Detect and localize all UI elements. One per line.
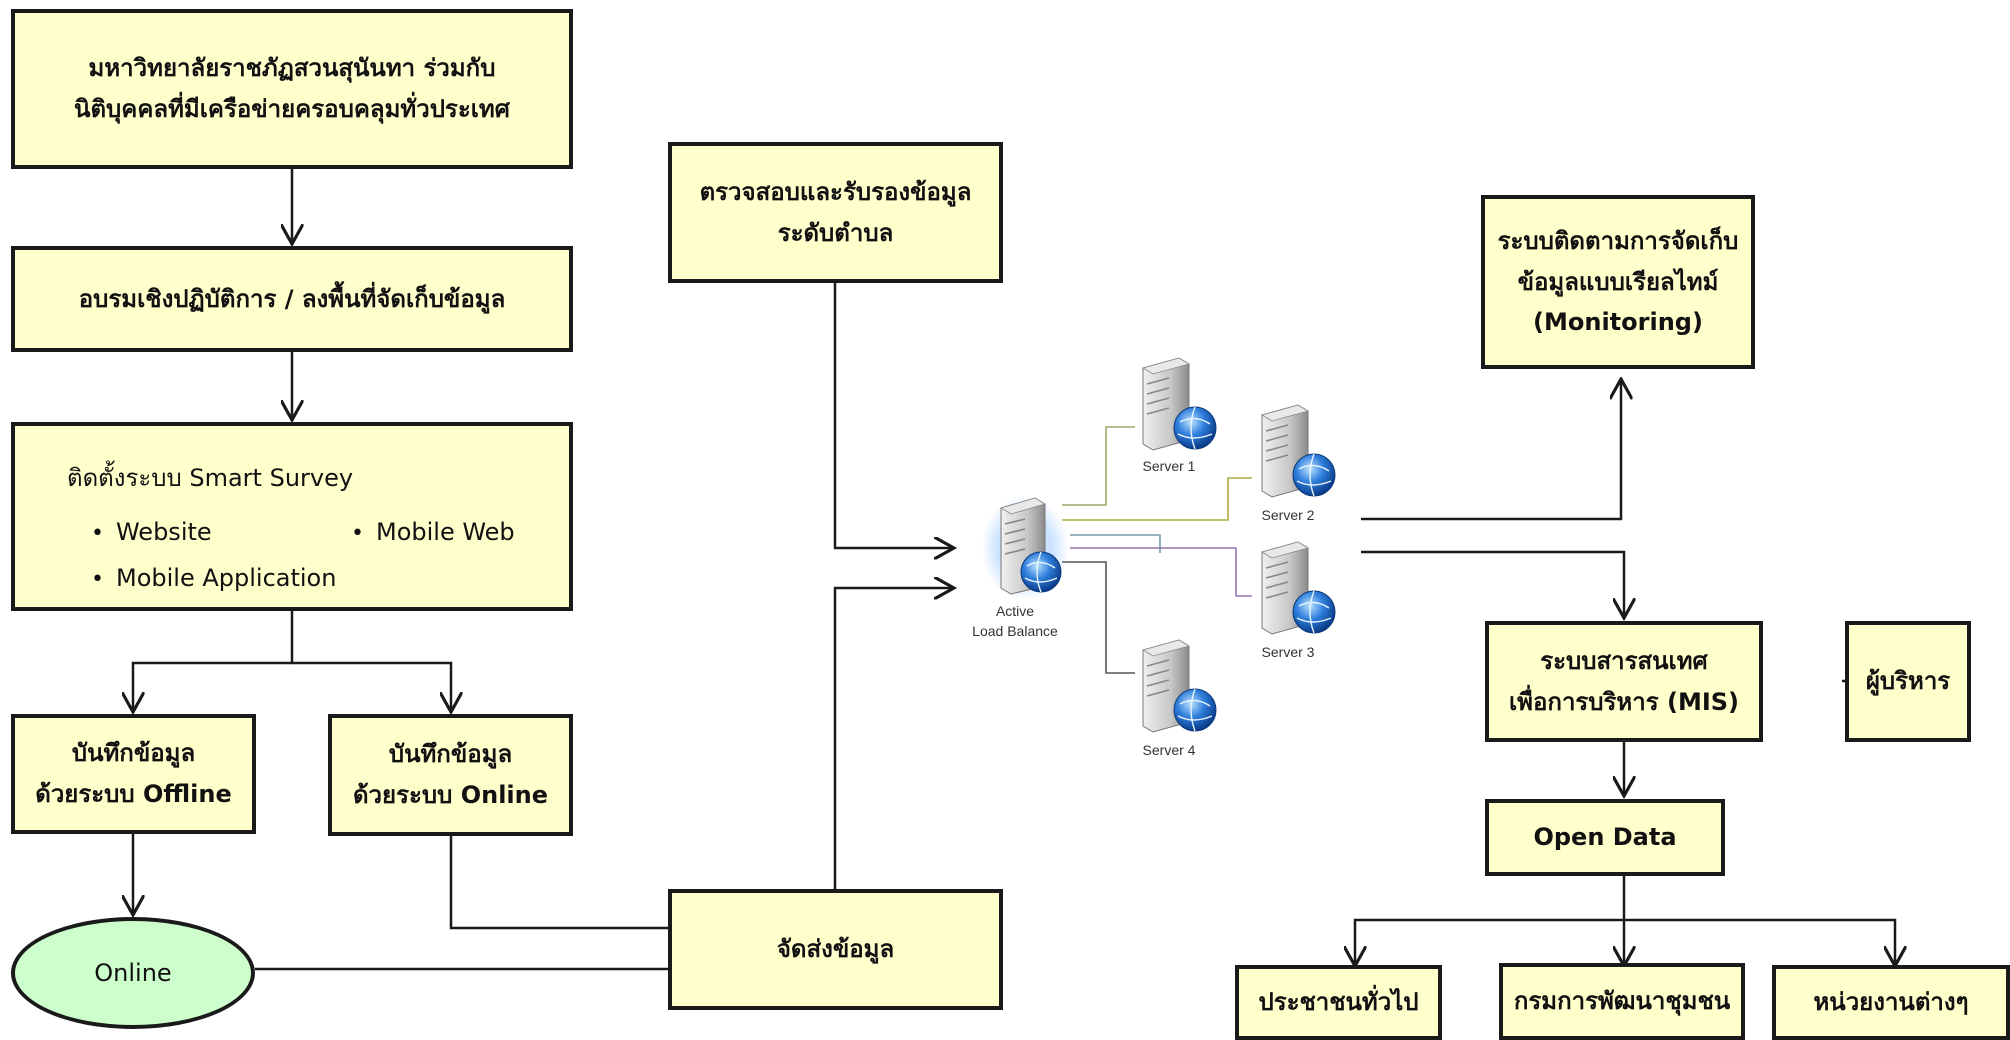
load-balancer-server-icon <box>983 496 1069 600</box>
load-balancer-line-2: Load Balance <box>972 623 1058 640</box>
server-4-label: Server 4 <box>1142 742 1196 758</box>
server-4-icon <box>1141 639 1217 733</box>
box-monitoring: ระบบติดตามการจัดเก็บ ข้อมูลแบบเรียลไทม์ … <box>1481 195 1755 369</box>
server-1-icon <box>1141 357 1217 451</box>
box-record-online: บันทึกข้อมูล ด้วยระบบ Online <box>328 714 573 836</box>
arrow-verify-to-load-balance <box>833 283 954 548</box>
box-mis: ระบบสารสนเทศ เพื่อการบริหาร (MIS) <box>1485 621 1763 742</box>
wire-server-2 <box>1062 477 1252 521</box>
box-university: มหาวิทยาลัยราชภัฏสวนสุนันทา ร่วมกับ นิติ… <box>11 9 573 169</box>
open-data-label: Open Data <box>1533 823 1677 852</box>
mis-line-2: เพื่อการบริหาร (MIS) <box>1508 687 1740 716</box>
server-2-icon <box>1260 404 1336 498</box>
box-smart-survey: ติดตั้งระบบ Smart Survey Website Mobile … <box>11 422 573 611</box>
bullet-website: Website <box>91 512 212 553</box>
arrow-send-to-load-balance <box>833 588 954 889</box>
arrow-to-online-record <box>292 661 451 712</box>
server-3-label: Server 3 <box>1261 644 1315 660</box>
monitoring-line-1: ระบบติดตามการจัดเก็บ <box>1497 226 1739 255</box>
box-send-data: จัดส่งข้อมูล <box>668 889 1003 1010</box>
box-agencies: หน่วยงานต่างๆ <box>1772 965 2010 1040</box>
box-open-data: Open Data <box>1485 799 1725 876</box>
monitoring-line-3: (Monitoring) <box>1533 308 1703 337</box>
bullet-mobile-web: Mobile Web <box>351 512 515 553</box>
offline-line-1: บันทึกข้อมูล <box>71 739 196 768</box>
load-balancer-line-1: Active <box>995 603 1035 619</box>
monitoring-line-2: ข้อมูลแบบเรียลไทม์ <box>1517 267 1719 296</box>
wire-server-3 <box>1070 547 1252 597</box>
bullet-mobile-application: Mobile Application <box>91 558 336 599</box>
wire-server-4 <box>1062 561 1135 674</box>
ellipse-online: Online <box>11 917 255 1029</box>
offline-line-2: ด้วยระบบ Offline <box>35 780 232 808</box>
executive-label: ผู้บริหาร <box>1865 667 1951 696</box>
community-label: กรมการพัฒนาชุมชน <box>1513 987 1731 1016</box>
server-2-label: Server 2 <box>1261 507 1315 523</box>
verify-line-2: ระดับตำบล <box>777 218 894 247</box>
line-online-record-to-send <box>449 836 668 930</box>
wire-server-1 <box>1062 426 1135 506</box>
arrow-to-monitoring <box>1361 379 1621 521</box>
online-record-line-2: ด้วยระบบ Online <box>352 781 549 809</box>
load-balancer-label: Active Load Balance <box>950 601 1080 642</box>
box-executive: ผู้บริหาร <box>1845 621 1971 742</box>
public-label: ประชาชนทั่วไป <box>1258 988 1419 1017</box>
wire-server-2b <box>1070 534 1161 553</box>
online-label: Online <box>94 959 172 987</box>
smart-survey-title: ติดตั้งระบบ Smart Survey <box>67 464 354 492</box>
server-1-label: Server 1 <box>1142 458 1196 474</box>
agencies-label: หน่วยงานต่างๆ <box>1813 988 1969 1017</box>
verify-line-1: ตรวจสอบและรับรองข้อมูล <box>699 177 972 206</box>
university-line-1: มหาวิทยาลัยราชภัฏสวนสุนันทา ร่วมกับ <box>88 54 496 83</box>
training-label: อบรมเชิงปฏิบัติการ / ลงพื้นที่จัดเก็บข้อ… <box>78 284 506 313</box>
box-public: ประชาชนทั่วไป <box>1235 965 1442 1040</box>
server-3-icon <box>1260 541 1336 635</box>
box-record-offline: บันทึกข้อมูล ด้วยระบบ Offline <box>11 714 256 834</box>
mis-line-1: ระบบสารสนเทศ <box>1540 646 1708 675</box>
box-verify: ตรวจสอบและรับรองข้อมูล ระดับตำบล <box>668 142 1003 283</box>
box-community-development: กรมการพัฒนาชุมชน <box>1499 963 1745 1040</box>
arrow-to-mis <box>1361 550 1624 618</box>
online-record-line-1: บันทึกข้อมูล <box>388 740 513 769</box>
send-data-label: จัดส่งข้อมูล <box>776 935 895 964</box>
box-training: อบรมเชิงปฏิบัติการ / ลงพื้นที่จัดเก็บข้อ… <box>11 246 573 352</box>
arrow-to-offline <box>133 611 294 712</box>
line-open-data-branch <box>1353 918 1897 966</box>
university-line-2: นิติบุคคลที่มีเครือข่ายครอบคลุมทั่วประเท… <box>74 95 510 123</box>
